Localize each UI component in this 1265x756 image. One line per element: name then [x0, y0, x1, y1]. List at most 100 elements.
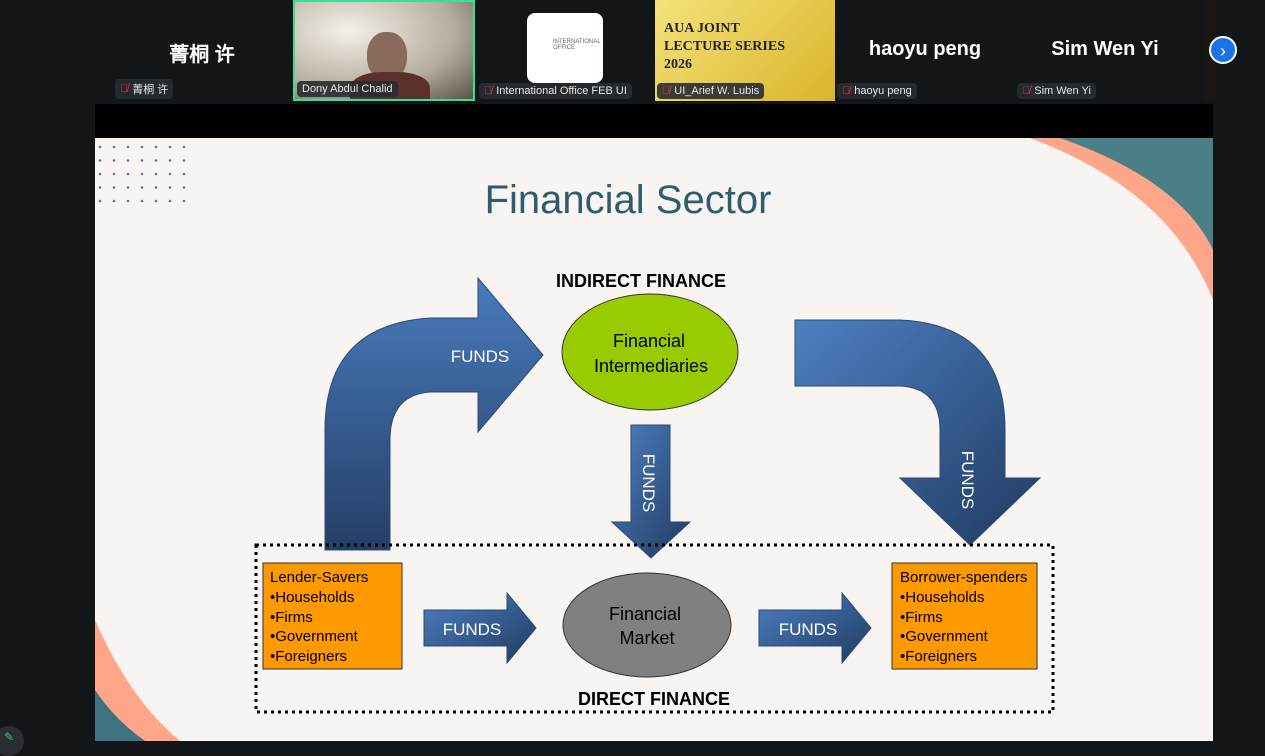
decor-dot [168, 145, 172, 149]
decor-dot [182, 199, 186, 203]
decor-salmon-bottom [95, 620, 180, 741]
svg-text:•Foreigners: •Foreigners [270, 648, 347, 665]
decor-dot [140, 172, 144, 176]
next-page-button[interactable]: › [1209, 36, 1237, 64]
market-line2: Market [619, 628, 674, 648]
intermediaries-line1: Financial [613, 331, 685, 351]
mic-muted-icon: 🎙̸ [120, 83, 129, 95]
slide-title: Financial Sector [485, 178, 772, 222]
direct-finance-label: DIRECT FINANCE [578, 689, 730, 709]
mic-muted-icon: 🎙̸ [842, 85, 851, 97]
decor-dot [98, 159, 102, 162]
svg-text:•Firms: •Firms [270, 609, 313, 626]
decor-dot [140, 145, 144, 149]
lender-savers-box [262, 562, 403, 670]
financial-intermediaries-node [561, 293, 739, 411]
decor-teal-top [1060, 138, 1213, 250]
decor-dot [154, 159, 158, 162]
decor-dot [140, 199, 144, 203]
decor-dot [168, 199, 172, 203]
funds-label: FUNDS [958, 451, 977, 510]
borrower-spenders-box [891, 562, 1038, 670]
market-line1: Financial [609, 604, 681, 624]
decor-dot [98, 186, 102, 189]
decor-dot [126, 159, 130, 162]
funds-arrow-right-left [423, 591, 537, 665]
participant-name-display: Sim Wen Yi [1051, 38, 1159, 60]
financial-market-node [562, 572, 732, 678]
participant-tile[interactable]: 菁桐 许 🎙̸菁桐 许 [113, 0, 291, 101]
decor-teal-bottom [95, 690, 145, 741]
decor-dot [112, 186, 116, 189]
decor-dot [112, 199, 116, 203]
funds-arrow-down [610, 424, 692, 559]
participant-label: 🎙̸UI_Arief W. Lubis [657, 83, 765, 99]
participant-tile[interactable]: Sim Wen Yi 🎙̸Sim Wen Yi [1015, 0, 1195, 101]
svg-text:Lender-Savers: Lender-Savers [270, 569, 368, 586]
shared-slide: Financial Sector INDIRECT FINANCE FUNDS … [95, 138, 1213, 741]
svg-text:•Foreigners: •Foreigners [900, 648, 977, 665]
decor-dot [168, 172, 172, 176]
participant-label: 🎙̸haoyu peng [837, 83, 917, 99]
decor-dot [98, 199, 102, 203]
decor-dot [154, 145, 158, 149]
mic-muted-icon: 🎙̸ [662, 85, 671, 97]
decor-dot [182, 145, 186, 149]
decor-dot [126, 145, 130, 149]
chevron-right-icon: › [1220, 41, 1226, 61]
svg-text:•Households: •Households [270, 589, 354, 606]
participant-label: 🎙̸Sim Wen Yi [1017, 83, 1096, 99]
intermediaries-line2: Intermediaries [594, 356, 708, 376]
svg-text:•Government: •Government [900, 628, 989, 645]
funds-arrow-up [324, 276, 544, 551]
decor-dot [98, 145, 102, 149]
pen-icon: ✎ [3, 730, 15, 744]
decor-dot [154, 199, 158, 203]
decor-dots [98, 145, 186, 203]
participant-label: 🎙̸International Office FEB UI [479, 83, 632, 99]
decor-dot [182, 159, 186, 162]
svg-text:•Households: •Households [900, 589, 984, 606]
funds-label: FUNDS [443, 620, 502, 639]
decor-dot [140, 159, 144, 162]
participant-label: Dony Abdul Chalid [297, 81, 398, 97]
mic-muted-icon: 🎙̸ [484, 85, 493, 97]
decor-dot [112, 159, 116, 162]
decor-dot [126, 172, 130, 176]
lender-savers-list: Lender-Savers •Households •Firms •Govern… [270, 569, 368, 665]
decor-dot [98, 172, 102, 176]
funds-arrow-right-right [758, 591, 872, 665]
borrower-spenders-list: Borrower-spenders •Households •Firms •Go… [900, 569, 1028, 665]
svg-text:Borrower-spenders: Borrower-spenders [900, 569, 1028, 586]
decor-dot [182, 186, 186, 189]
funds-label: FUNDS [451, 347, 510, 366]
share-top-bar [95, 104, 1213, 138]
funds-label: FUNDS [779, 620, 838, 639]
svg-text:•Firms: •Firms [900, 609, 943, 626]
decor-dot [182, 172, 186, 176]
indirect-finance-label: INDIRECT FINANCE [556, 271, 726, 291]
participant-name-display: haoyu peng [868, 38, 982, 60]
decor-dot [112, 172, 116, 176]
funds-label: FUNDS [639, 454, 658, 513]
decor-dot [140, 186, 144, 189]
decor-dot [112, 145, 116, 149]
participant-tile-active-speaker[interactable]: Dony Abdul Chalid [293, 0, 475, 101]
participant-tile[interactable]: INTERNATIONAL OFFICE 🎙̸International Off… [477, 0, 655, 101]
decor-dot [126, 186, 130, 189]
decor-dot [168, 186, 172, 189]
decor-dot [168, 159, 172, 162]
decor-dot [154, 186, 158, 189]
office-logo: INTERNATIONAL OFFICE [527, 13, 603, 83]
mic-muted-icon: 🎙̸ [1022, 85, 1031, 97]
annotate-pen-button[interactable]: ✎ [0, 726, 24, 756]
participant-label: 🎙̸菁桐 许 [115, 79, 174, 99]
decor-dot [154, 172, 158, 176]
participant-tile[interactable]: haoyu peng 🎙̸haoyu peng [835, 0, 1015, 101]
funds-arrow-curved-down [794, 319, 1042, 546]
svg-text:•Government: •Government [270, 628, 359, 645]
decor-dot [126, 199, 130, 203]
participant-name-display: 菁桐 许 [169, 44, 235, 66]
